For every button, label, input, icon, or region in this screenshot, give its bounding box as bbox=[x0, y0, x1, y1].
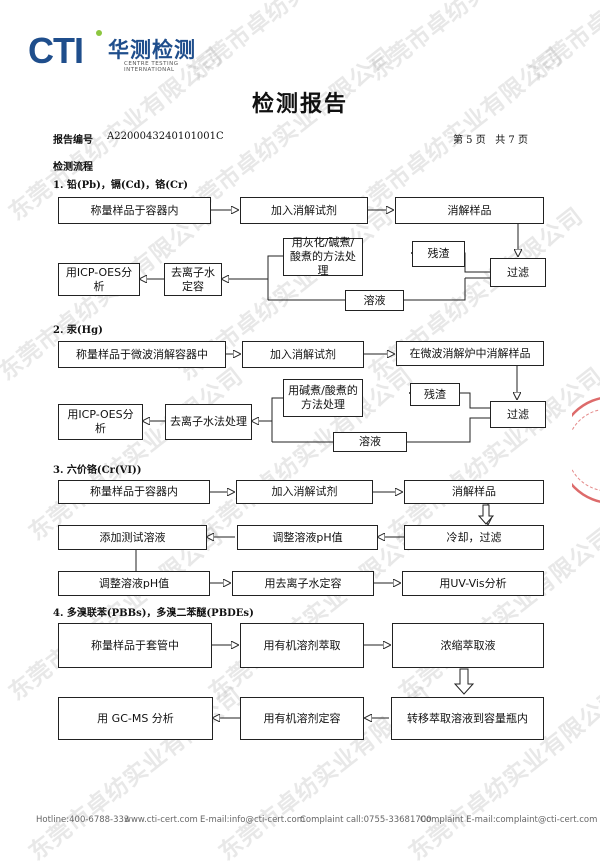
s2-residue-box: 残渣 bbox=[410, 383, 460, 406]
s4-weigh-sample-box: 称量样品于套管中 bbox=[58, 623, 212, 668]
s3-adjust-ph-box-2: 调整溶液pH值 bbox=[58, 571, 210, 596]
s3-add-reagent-box: 加入消解试剂 bbox=[236, 480, 373, 504]
report-title: 检测报告 bbox=[251, 91, 348, 117]
page-info: 第 5 页 共 7 页 bbox=[453, 135, 528, 146]
s4-transfer-box: 转移萃取溶液到容量瓶内 bbox=[391, 697, 544, 740]
logo-english: CENTRE TESTING INTERNATIONAL bbox=[124, 61, 179, 73]
s3-digest-box: 消解样品 bbox=[404, 480, 544, 504]
s1-add-reagent-box: 加入消解试剂 bbox=[240, 197, 368, 224]
logo-green-dot bbox=[96, 30, 102, 36]
section-2-title: 2. 汞(Hg) bbox=[53, 325, 103, 336]
footer-complaint-call: Complaint call:0755-33681700 bbox=[300, 815, 432, 825]
report-number: A2200043240101001C bbox=[107, 131, 224, 142]
process-title: 检测流程 bbox=[53, 162, 93, 173]
s2-filter-box: 过滤 bbox=[490, 401, 546, 428]
s2-dilute-box: 去离子水法处理 bbox=[165, 404, 252, 440]
s1-weigh-sample-box: 称量样品于容器内 bbox=[58, 197, 211, 224]
section-3-title: 3. 六价铬(Cr(VI)) bbox=[53, 465, 142, 476]
s3-cool-filter-box: 冷却，过滤 bbox=[404, 525, 544, 550]
logo-chinese: 华测检测 bbox=[108, 38, 196, 62]
section-1-title: 1. 铅(Pb)，镉(Cd)，铬(Cr) bbox=[53, 180, 188, 191]
s3-adjust-ph-box-1: 调整溶液pH值 bbox=[237, 525, 378, 550]
s2-treatment-box: 用碱煮/酸煮的方法处理 bbox=[283, 379, 363, 417]
logo-cti: CTI bbox=[28, 30, 84, 71]
s4-extract-box: 用有机溶剂萃取 bbox=[240, 623, 364, 668]
s3-dilute-box: 用去离子水定容 bbox=[232, 571, 374, 596]
s4-gcms-box: 用 GC-MS 分析 bbox=[58, 697, 213, 740]
red-seal bbox=[572, 397, 600, 503]
flow-connectors bbox=[135, 0, 600, 848]
s2-solution-box: 溶液 bbox=[333, 432, 407, 452]
s1-digest-box: 消解样品 bbox=[395, 197, 544, 224]
s1-icp-box: 用ICP-OES分析 bbox=[58, 263, 140, 296]
footer-website[interactable]: www.cti-cert.com bbox=[124, 815, 198, 825]
s1-filter-box: 过滤 bbox=[490, 258, 546, 287]
s1-residue-box: 残渣 bbox=[412, 241, 465, 267]
s1-dilute-box: 去离子水定容 bbox=[164, 263, 222, 296]
s3-uvvis-box: 用UV-Vis分析 bbox=[402, 571, 544, 596]
footer-email[interactable]: E-mail:info@cti-cert.com bbox=[200, 815, 305, 825]
report-number-label: 报告编号 bbox=[53, 135, 93, 146]
footer-hotline: Hotline:400-6788-333 bbox=[36, 815, 130, 825]
s1-ash-treatment-box: 用灰化/碱煮/酸煮的方法处理 bbox=[283, 236, 363, 277]
s4-dilute-box: 用有机溶剂定容 bbox=[240, 697, 364, 740]
footer-complaint-email[interactable]: Complaint E-mail:complaint@cti-cert.com bbox=[420, 815, 598, 825]
s3-weigh-sample-box: 称量样品于容器内 bbox=[58, 480, 210, 504]
s1-solution-box: 溶液 bbox=[345, 290, 404, 311]
s2-microwave-digest-box: 在微波消解炉中消解样品 bbox=[396, 341, 544, 366]
s4-concentrate-box: 浓缩萃取液 bbox=[392, 623, 544, 668]
s2-add-reagent-box: 加入消解试剂 bbox=[242, 341, 364, 368]
s3-add-test-solution-box: 添加测试溶液 bbox=[58, 525, 207, 550]
s2-icp-box: 用ICP-OES分析 bbox=[58, 404, 143, 440]
s2-weigh-sample-box: 称量样品于微波消解容器中 bbox=[58, 341, 226, 368]
section-4-title: 4. 多溴联苯(PBBs)，多溴二苯醚(PBDEs) bbox=[53, 608, 254, 619]
company-logo: CTI 华测检测 CENTRE TESTING INTERNATIONAL bbox=[28, 30, 228, 76]
